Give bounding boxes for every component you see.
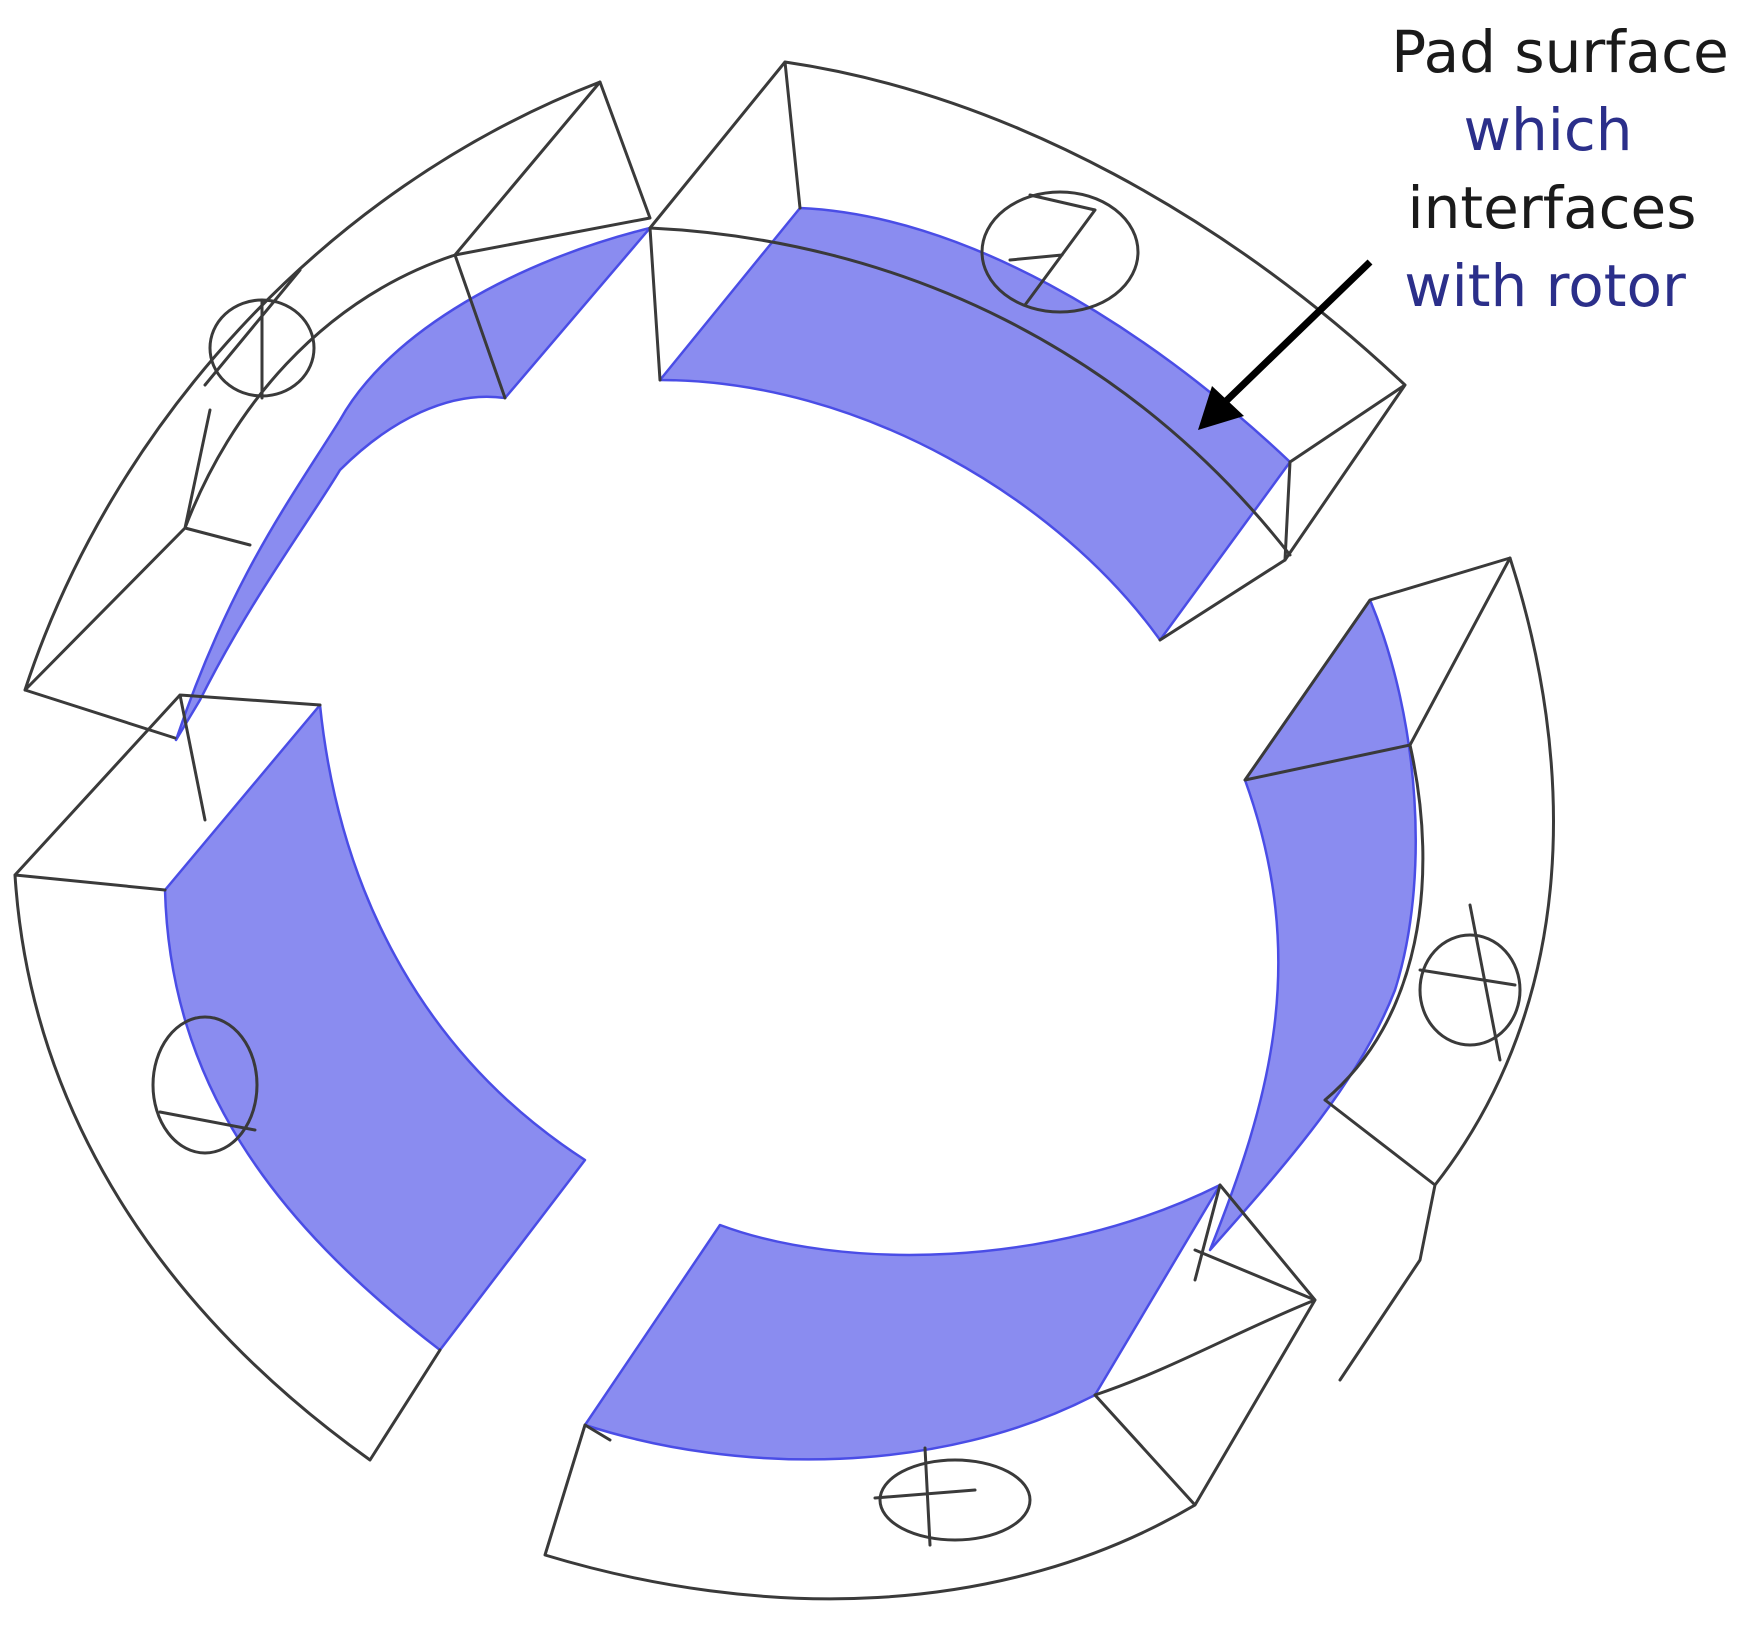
pad-top-right — [648, 60, 1407, 642]
pad-left — [13, 693, 587, 1462]
pad-surface-top-right — [658, 206, 1292, 642]
pad-surface-right — [1208, 598, 1417, 1252]
pad-outline-left — [13, 693, 442, 1462]
pad-bottom — [543, 1183, 1317, 1601]
pad-surface-top-left — [174, 226, 652, 742]
pivot-left — [151, 1015, 259, 1155]
pivot-axis-top-left — [203, 268, 302, 400]
annotation-line-3: interfaces — [1408, 174, 1697, 242]
annotation-arrowhead — [1198, 386, 1244, 430]
annotation-line-2: which — [1464, 96, 1633, 164]
pivot-axis-left — [158, 1110, 257, 1132]
pad-outline-bottom — [543, 1183, 1317, 1601]
pad-surface-left — [163, 703, 587, 1352]
pad-outline-right — [1243, 556, 1555, 1382]
pivot-axis-bottom — [873, 1446, 977, 1547]
pad-top-left — [23, 80, 652, 742]
pad-surface-bottom — [583, 1183, 1222, 1461]
pivot-axis-top-right — [1008, 193, 1097, 307]
pad-outline-top-left — [23, 80, 652, 740]
annotation: Pad surface which interfaces with rotor — [1198, 18, 1729, 430]
pivot-bottom — [878, 1458, 1032, 1542]
pad-outline-top-right — [648, 60, 1407, 642]
pivot-top-right — [980, 190, 1140, 314]
annotation-arrow — [1219, 259, 1373, 408]
pad-right — [1208, 556, 1555, 1382]
annotation-line-1: Pad surface — [1391, 18, 1729, 86]
pivot-axis-right — [1418, 903, 1517, 1062]
pivot-right — [1418, 933, 1522, 1047]
annotation-line-4: with rotor — [1404, 252, 1686, 320]
